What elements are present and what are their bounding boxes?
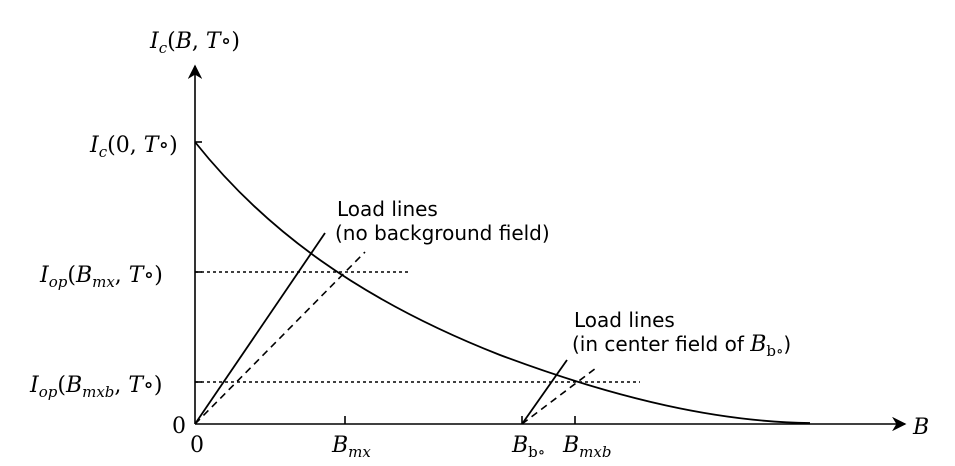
label-ic0: Ic(0, T∘): [89, 133, 178, 161]
load-line-solid-2: [521, 359, 568, 425]
label-iop-mx: Iop(Bmx, T∘): [39, 263, 163, 291]
label-bbo: Bb∘: [511, 433, 545, 461]
x-axis-label: B: [912, 415, 929, 440]
annotation-2-title: Load lines: [574, 308, 675, 332]
y-axis-label: Ic(B, T∘): [149, 29, 240, 57]
annotation-1-title: Load lines: [337, 197, 438, 221]
load-line-dashed-2: [521, 367, 597, 425]
label-y-zero: 0: [172, 414, 186, 439]
load-line-solid-1: [194, 232, 326, 425]
label-iop-mxb: Iop(Bmxb, T∘): [29, 373, 162, 401]
annotation-1-subtitle: (no background field): [335, 221, 550, 245]
critical-current-curve: [194, 141, 811, 424]
label-x-zero: 0: [190, 433, 204, 458]
annotation-2-subtitle: (in center field of Bb∘): [572, 332, 791, 360]
label-bmx: Bmx: [331, 433, 371, 461]
label-bmxb: Bmxb: [562, 433, 611, 461]
load-line-dashed-1: [194, 251, 366, 425]
